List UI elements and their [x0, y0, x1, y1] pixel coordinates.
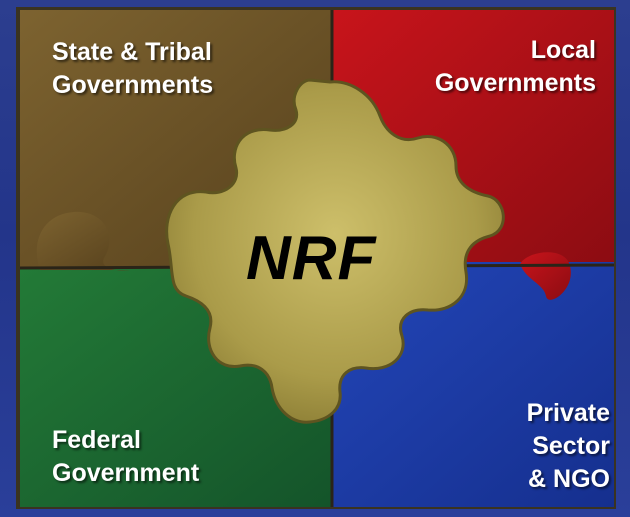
private-sector-label: Private Sector & NGO	[527, 397, 610, 496]
private-line-3: & NGO	[528, 465, 610, 493]
federal-line-2: Government	[52, 459, 200, 487]
federal-government-label: Federal Government	[52, 424, 199, 490]
local-line-2: Governments	[434, 69, 596, 97]
private-line-2: Sector	[532, 432, 610, 460]
brown-tab	[36, 211, 130, 271]
state-tribal-label: State & Tribal Governments	[52, 36, 213, 102]
local-line-1: Local	[530, 36, 596, 64]
private-line-1: Private	[526, 399, 610, 427]
nrf-center-piece	[165, 78, 505, 424]
local-government-label: Local Governments	[435, 34, 596, 100]
federal-line-1: Federal	[52, 426, 141, 454]
state-tribal-line-2: Governments	[52, 71, 214, 99]
state-tribal-line-1: State & Tribal	[52, 38, 212, 66]
nrf-label: NRF	[246, 224, 377, 293]
